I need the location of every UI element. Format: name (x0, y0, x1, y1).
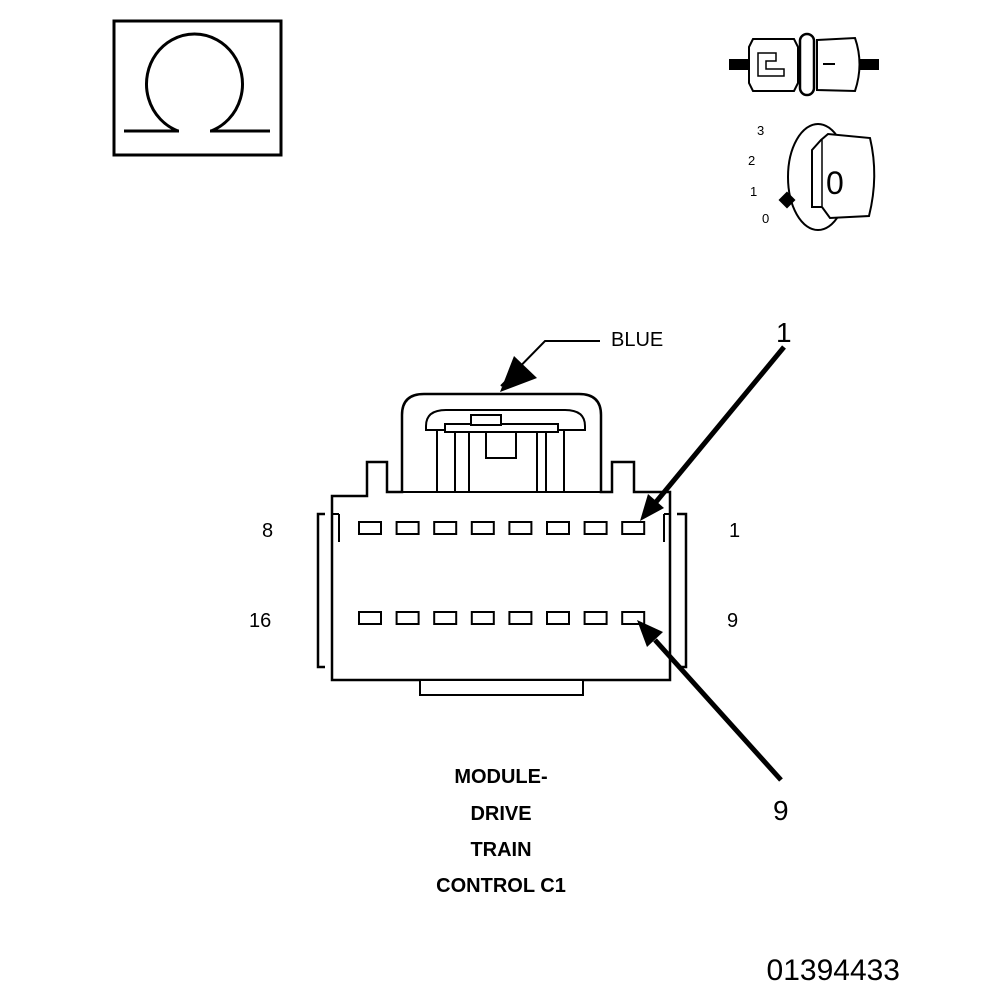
cavity-5 (470, 521, 495, 535)
figure-number: 01394433 (767, 954, 900, 987)
cavity-3 (546, 521, 570, 535)
cavity-10 (583, 611, 608, 625)
ignition-position-2: 2 (748, 153, 755, 168)
cavity-14 (433, 611, 458, 625)
connector-title-line-4: CONTROL C1 (436, 875, 566, 897)
callout-arrow-pin-9 (637, 620, 783, 782)
pin-row-top (358, 521, 646, 535)
disconnected-connector-icon (729, 32, 879, 97)
cavity-11 (546, 611, 570, 625)
cavity-13 (470, 611, 495, 625)
connector-title-line-2: DRIVE (470, 803, 531, 825)
cavity-6 (433, 521, 458, 535)
cavity-16 (358, 611, 382, 625)
connector-title: MODULE- DRIVE TRAIN CONTROL C1 (436, 766, 566, 897)
callout-number-9: 9 (773, 795, 789, 826)
cavity-15 (395, 611, 420, 625)
cavity-2 (583, 521, 608, 535)
connector-color-label: BLUE (611, 329, 663, 351)
ignition-key-icon: 3 2 1 0 0 (748, 123, 876, 231)
cavity-1 (621, 521, 646, 535)
connector-title-line-3: TRAIN (470, 839, 531, 861)
cavity-label-8: 8 (262, 520, 273, 542)
cavity-8 (358, 521, 382, 535)
color-leader (500, 340, 600, 392)
cavity-4 (508, 521, 533, 535)
ignition-position-3: 3 (757, 123, 764, 138)
ignition-position-0: 0 (762, 211, 769, 226)
connector-body (316, 392, 688, 696)
ignition-key-label: 0 (826, 165, 844, 201)
pin-row-bottom (358, 611, 646, 625)
ohm-symbol-icon (112, 19, 283, 157)
cavity-label-16: 16 (249, 610, 271, 632)
cavity-7 (395, 521, 420, 535)
cavity-label-9: 9 (727, 610, 738, 632)
ignition-position-1: 1 (750, 184, 757, 199)
cavity-label-1: 1 (729, 520, 740, 542)
cavity-12 (508, 611, 533, 625)
callout-number-1: 1 (776, 317, 792, 348)
connector-title-line-1: MODULE- (454, 766, 547, 788)
callout-arrow-pin-1 (640, 345, 786, 521)
